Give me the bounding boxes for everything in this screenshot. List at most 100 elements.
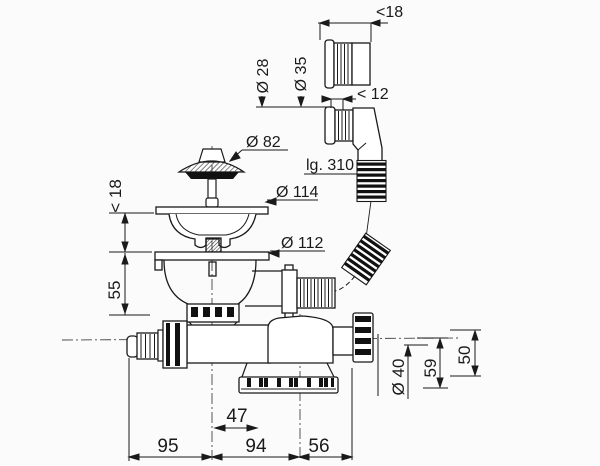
trap-dome [267,315,334,364]
elbow-threads [334,109,354,142]
dim-dia112-leader [267,249,325,258]
label-dia28: Ø 28 [255,59,272,94]
arrowhead [213,424,226,432]
outlet-tube [332,326,356,356]
outlet-threads [296,277,336,309]
arrowhead [288,453,301,461]
label-lt18-top: <18 [376,4,403,21]
nipple-threads [333,42,353,86]
arrowhead [471,365,479,377]
dim-dia35 [297,96,305,108]
arrowhead [121,253,129,265]
tailpiece-cup [163,259,282,307]
strainer-basket [155,206,269,253]
dim-lt12 [321,95,356,110]
sink-flange [154,251,270,271]
arrowhead [404,344,412,357]
arrowhead [267,249,280,258]
basket-bowl-inner [175,213,250,236]
cup-stem [208,261,217,277]
cup-right-wall [237,259,257,305]
arrowhead [341,453,354,461]
arrowhead [436,377,444,389]
elbow-inner-edge [357,142,367,151]
arrowhead [471,329,479,341]
arrowhead [121,303,129,315]
base-flange [238,376,339,394]
inlet-nozzle [126,320,188,369]
dim-dia28 [258,96,266,108]
nozzle-ridge-lines [140,334,155,358]
dim-50 [450,329,481,377]
dim-47 [213,424,259,432]
arrowhead [258,96,266,108]
plug-mesh-dome [177,160,246,173]
inlet-nut-ribs [166,323,180,366]
label-dia82: Ø 82 [246,134,281,151]
arrowhead [436,337,444,349]
label-56: 56 [308,436,329,457]
plug-stem [207,178,217,200]
arrowhead [297,453,310,461]
dim-dia40 [377,334,428,399]
nut-notches [191,307,234,317]
label-dia40: Ø 40 [389,359,408,396]
strainer-plug [177,148,246,208]
dim-dia114-leader [264,197,318,206]
side-outlet [281,264,336,319]
base-transition-left [241,362,248,378]
outlet-flange [281,269,298,314]
arrowhead [121,241,129,253]
plug-seal [185,172,239,179]
arrowhead [297,96,305,108]
cup-left-wall [163,259,189,305]
dim-lt18-left [109,212,154,253]
label-59: 59 [421,359,440,378]
outlet-nut-ribs [355,316,371,355]
arrowhead [246,424,259,432]
base-transition-right [326,362,335,378]
arrowhead [127,453,140,461]
base-teeth [247,378,334,387]
corrugated-hose [329,159,392,292]
arrowhead [228,151,241,162]
label-55: 55 [105,281,124,300]
plug-stem-foot [205,197,219,208]
arrowhead [341,95,353,103]
label-47: 47 [226,406,247,427]
hose-ribs [357,162,386,199]
elbow-flange [324,106,336,145]
label-dia112: Ø 112 [281,235,324,252]
trap-body [186,312,374,394]
castellated-nut [186,303,240,348]
dim-bottom-chain [127,358,354,461]
basket-rim [155,206,269,215]
hose-continuation-line [365,200,372,239]
label-lt12: < 12 [357,86,389,103]
label-lt18-left: < 18 [106,179,125,213]
arrowhead [121,212,129,224]
nut-body [186,303,240,323]
label-94: 94 [245,436,267,457]
outlet-thread-lines [300,279,333,307]
arrowhead [201,453,214,461]
nipple-body [351,42,371,86]
arrowhead [264,197,277,206]
arrowhead [210,453,223,461]
label-dia35: Ø 35 [293,57,310,92]
label-95: 95 [157,436,178,457]
dim-59 [417,337,448,389]
dim-dia82-leader [228,149,288,162]
elbow-body [352,107,383,162]
dim-55 [109,253,150,316]
flange-plate [154,251,270,261]
label-50: 50 [455,346,474,365]
arrowhead [318,19,330,27]
hose-end-segment [340,232,392,286]
plug-knob [198,148,226,163]
nipple-flange [324,39,335,89]
label-lg310: lg. 310 [306,157,354,174]
nozzle-collar [157,329,164,362]
elbow-fitting [324,106,383,162]
